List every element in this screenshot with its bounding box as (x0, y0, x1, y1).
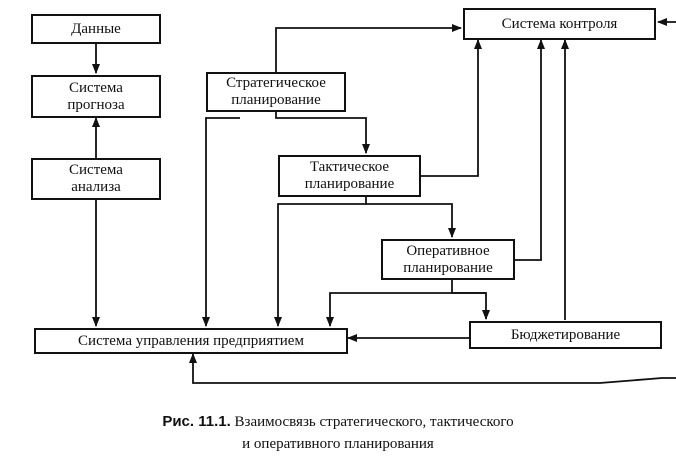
box-control-system: Система контроля (463, 8, 656, 40)
figure-caption-line2: и оперативного планирования (242, 436, 434, 452)
arrow-tactical-to-management (274, 203, 366, 327)
arrow-operational-to-budgeting (451, 280, 490, 320)
box-strategic-planning: Стратегическое планирование (206, 72, 346, 112)
box-operational-planning: Оперативное планирование (381, 239, 515, 280)
box-forecast-system: Система прогноза (31, 75, 161, 118)
arrow-operational-to-control (515, 39, 545, 261)
box-budgeting: Бюджетирование (469, 321, 662, 349)
arrow-strategic-to-management (202, 117, 240, 327)
box-analysis-system: Система анализа (31, 158, 161, 200)
caption-line1: Взаимосвязь стратегического, тактическог… (234, 414, 514, 430)
figure-caption: Рис. 11.1. Взаимосвязь стратегического, … (0, 412, 676, 432)
box-enterprise-management-system: Система управления предприятием (34, 328, 348, 354)
caption-label: Рис. 11.1. (162, 413, 231, 430)
arrow-strategic-to-control (275, 24, 462, 72)
arrow-operational-to-management (326, 292, 486, 327)
arrow-tactical-to-control (421, 39, 482, 177)
box-tactical-planning: Тактическое планирование (278, 155, 421, 197)
arrow-feedback-to-management (189, 353, 676, 384)
arrow-strategic-to-tactical (275, 112, 370, 154)
arrow-tactical-to-operational (365, 197, 456, 238)
box-data: Данные (31, 14, 161, 44)
